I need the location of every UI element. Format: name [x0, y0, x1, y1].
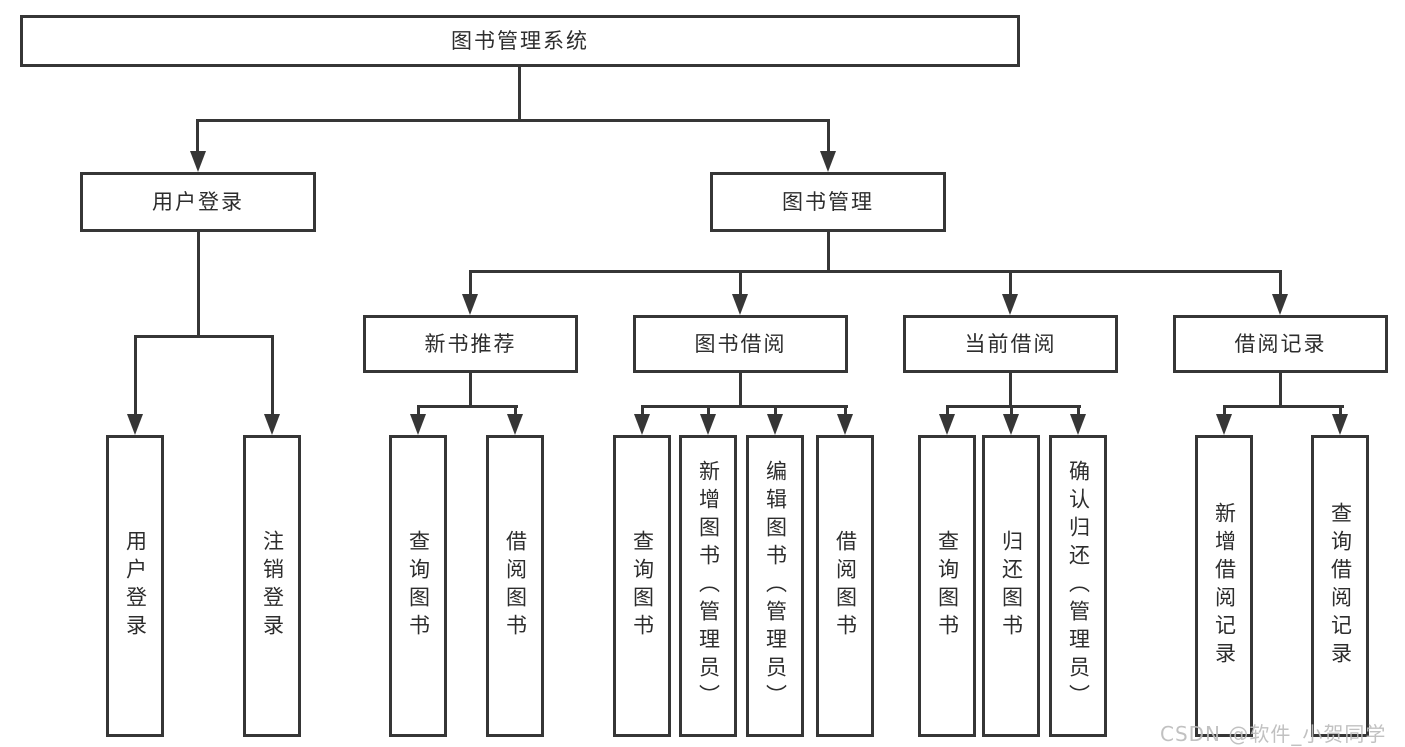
arrowhead-down-icon — [1216, 414, 1232, 435]
connector-line — [197, 232, 200, 338]
node-library-system: 图书管理系统 — [20, 15, 1020, 67]
leaf-query-books-borrow: 查询图书 — [613, 435, 671, 737]
leaf-label: 借阅图书 — [833, 530, 858, 642]
arrowhead-down-icon — [1332, 414, 1348, 435]
node-user-login: 用户登录 — [80, 172, 316, 232]
leaf-query-books-current: 查询图书 — [918, 435, 976, 737]
node-label: 当前借阅 — [964, 331, 1057, 356]
node-label: 用户登录 — [152, 189, 244, 214]
arrowhead-down-icon — [939, 414, 955, 435]
connector-line — [196, 119, 199, 153]
arrowhead-down-icon — [507, 414, 523, 435]
leaf-query-books-recommend: 查询图书 — [389, 435, 447, 737]
leaf-label: 用户登录 — [123, 530, 148, 642]
watermark: CSDN @软件_小贺同学 — [1160, 722, 1387, 746]
connector-line — [469, 270, 472, 296]
arrowhead-down-icon — [190, 151, 206, 172]
leaf-add-book-admin: 新增图书（管理员） — [679, 435, 737, 737]
leaf-label: 编辑图书（管理员） — [763, 460, 788, 712]
connector-line — [844, 405, 847, 416]
connector-line — [1010, 405, 1013, 416]
leaf-confirm-return-admin: 确认归还（管理员） — [1049, 435, 1107, 737]
leaf-label: 归还图书 — [999, 530, 1024, 642]
node-label: 借阅记录 — [1234, 331, 1327, 356]
connector-line — [1223, 405, 1344, 408]
leaf-label: 查询图书 — [935, 530, 960, 642]
leaf-label: 新增图书（管理员） — [696, 460, 721, 712]
leaf-label: 查询图书 — [630, 530, 655, 642]
arrowhead-down-icon — [264, 414, 280, 435]
connector-line — [641, 405, 848, 408]
leaf-borrow-books-recommend: 借阅图书 — [486, 435, 544, 737]
arrowhead-down-icon — [837, 414, 853, 435]
connector-line — [469, 373, 472, 408]
connector-line — [739, 270, 742, 296]
connector-line — [827, 232, 830, 273]
connector-line — [197, 119, 830, 122]
leaf-label: 确认归还（管理员） — [1066, 460, 1091, 712]
connector-line — [1339, 405, 1342, 416]
arrowhead-down-icon — [1070, 414, 1086, 435]
node-borrow-record: 借阅记录 — [1173, 315, 1388, 373]
connector-line — [1009, 270, 1012, 296]
node-new-book-recommend: 新书推荐 — [363, 315, 578, 373]
connector-line — [774, 405, 777, 416]
leaf-query-borrow-record: 查询借阅记录 — [1311, 435, 1369, 737]
connector-line — [1009, 373, 1012, 408]
arrowhead-down-icon — [410, 414, 426, 435]
leaf-user-login: 用户登录 — [106, 435, 164, 737]
node-label: 图书借阅 — [694, 331, 787, 356]
leaf-borrow-books: 借阅图书 — [816, 435, 874, 737]
arrowhead-down-icon — [462, 294, 478, 315]
leaf-label: 借阅图书 — [503, 530, 528, 642]
connector-line — [514, 405, 517, 416]
arrowhead-down-icon — [1002, 294, 1018, 315]
leaf-return-book: 归还图书 — [982, 435, 1040, 737]
connector-line — [518, 67, 521, 122]
connector-line — [641, 405, 644, 416]
node-current-borrow: 当前借阅 — [903, 315, 1118, 373]
arrowhead-down-icon — [820, 151, 836, 172]
leaf-label: 新增借阅记录 — [1212, 502, 1237, 670]
connector-line — [417, 405, 518, 408]
connector-line — [134, 335, 137, 417]
arrowhead-down-icon — [127, 414, 143, 435]
connector-line — [1279, 270, 1282, 296]
node-book-management: 图书管理 — [710, 172, 946, 232]
leaf-add-borrow-record: 新增借阅记录 — [1195, 435, 1253, 737]
connector-line — [1223, 405, 1226, 416]
connector-line — [134, 335, 274, 338]
leaf-logout: 注销登录 — [243, 435, 301, 737]
connector-line — [707, 405, 710, 416]
leaf-label: 查询图书 — [406, 530, 431, 642]
connector-line — [739, 373, 742, 408]
connector-line — [1279, 373, 1282, 408]
node-label: 图书管理系统 — [451, 28, 589, 53]
arrowhead-down-icon — [1272, 294, 1288, 315]
arrowhead-down-icon — [700, 414, 716, 435]
arrowhead-down-icon — [767, 414, 783, 435]
connector-line — [469, 270, 1282, 273]
leaf-edit-book-admin: 编辑图书（管理员） — [746, 435, 804, 737]
connector-line — [417, 405, 420, 416]
connector-line — [946, 405, 949, 416]
arrowhead-down-icon — [1003, 414, 1019, 435]
leaf-label: 注销登录 — [260, 530, 285, 642]
connector-line — [271, 335, 274, 417]
arrowhead-down-icon — [634, 414, 650, 435]
node-book-borrow: 图书借阅 — [633, 315, 848, 373]
leaf-label: 查询借阅记录 — [1328, 502, 1353, 670]
connector-line — [946, 405, 1081, 408]
connector-line — [1077, 405, 1080, 416]
node-label: 新书推荐 — [424, 331, 517, 356]
arrowhead-down-icon — [732, 294, 748, 315]
connector-line — [827, 119, 830, 153]
node-label: 图书管理 — [782, 189, 874, 214]
